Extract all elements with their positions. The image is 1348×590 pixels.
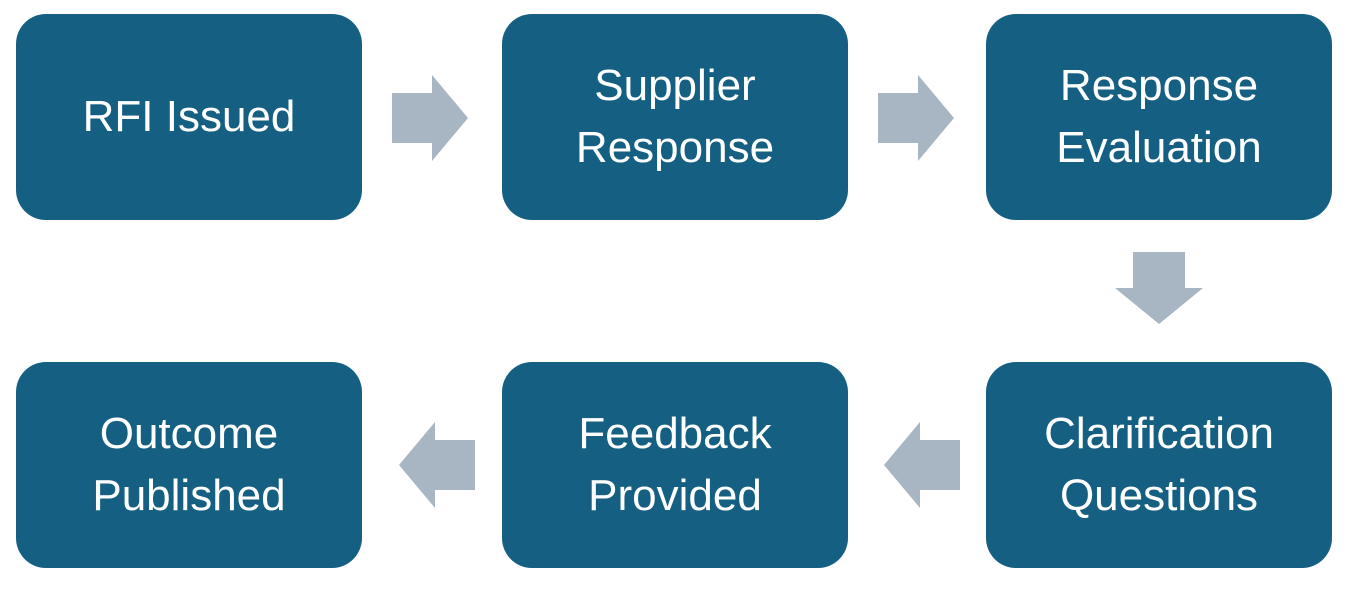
flow-step-clarification-questions: Clarification Questions [986,362,1332,568]
flow-step-outcome-published: Outcome Published [16,362,362,568]
flow-step-feedback-provided: Feedback Provided [502,362,848,568]
flow-step-supplier-response: Supplier Response [502,14,848,220]
flow-step-response-evaluation-label: Response Evaluation [1056,61,1262,172]
flow-step-supplier-response-label: Supplier Response [575,61,775,172]
flow-step-clarification-questions-label: Clarification Questions [1044,409,1274,520]
flow-step-outcome-published-label: Outcome Published [92,409,286,520]
arrow-right-icon [392,75,468,161]
flow-step-response-evaluation: Response Evaluation [986,14,1332,220]
arrow-right-icon [878,75,954,161]
arrow-left-icon [399,422,475,508]
flow-step-rfi-issued-label: RFI Issued [82,92,296,142]
flow-step-rfi-issued: RFI Issued [16,14,362,220]
arrow-down-icon [1115,252,1203,324]
flow-step-feedback-provided-label: Feedback Provided [578,409,772,520]
arrow-left-icon [884,422,960,508]
